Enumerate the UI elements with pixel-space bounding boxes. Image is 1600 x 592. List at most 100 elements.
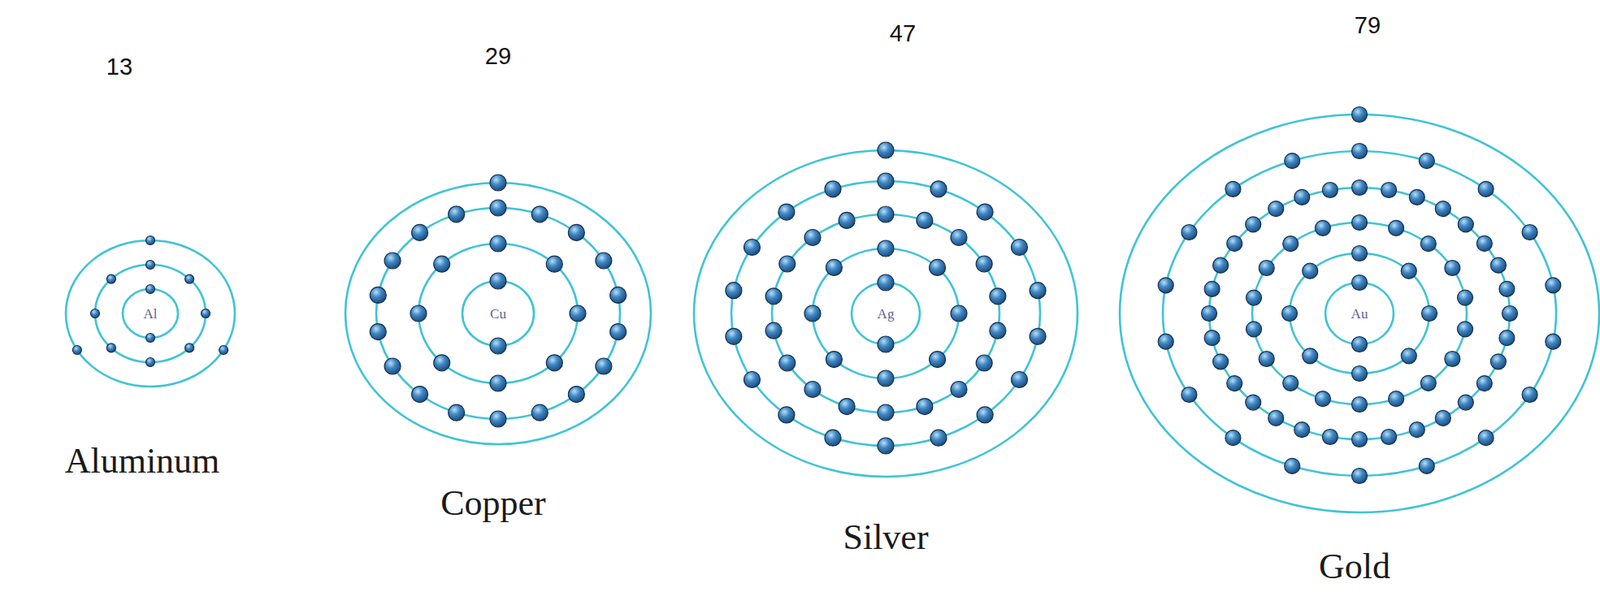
electron-shell: [376, 208, 621, 420]
electron: [1478, 430, 1494, 447]
electron: [1476, 235, 1492, 252]
electron: [201, 309, 211, 319]
electron: [989, 288, 1006, 305]
electron: [106, 274, 116, 284]
electron: [1478, 181, 1494, 197]
electron: [1420, 236, 1436, 252]
electron: [1352, 275, 1368, 291]
electron: [1011, 372, 1028, 389]
electron: [976, 203, 993, 221]
electron: [825, 259, 842, 276]
electron: [877, 336, 894, 353]
electron: [804, 381, 821, 399]
electron: [610, 324, 627, 341]
electron: [1157, 277, 1174, 294]
electron-shell: [1325, 282, 1394, 345]
electron: [185, 343, 195, 353]
electron: [489, 375, 507, 392]
electron: [1029, 328, 1046, 345]
electron: [1322, 182, 1338, 199]
electron: [489, 235, 507, 252]
electron: [725, 328, 742, 345]
electron: [779, 355, 796, 372]
electron: [778, 203, 795, 221]
electron: [1422, 306, 1438, 322]
electron: [1444, 260, 1461, 277]
electron: [1283, 375, 1299, 391]
electron: [1352, 366, 1368, 382]
electron: [804, 305, 821, 322]
electron: [1314, 220, 1331, 236]
electron: [569, 305, 586, 322]
electron-shell: [771, 214, 1000, 413]
electron: [1420, 375, 1436, 391]
electron: [1268, 201, 1284, 217]
electron: [568, 224, 585, 241]
electron: [877, 142, 894, 159]
electron: [1476, 376, 1492, 392]
electron-shell: [122, 289, 178, 339]
electron: [975, 355, 993, 372]
electron: [433, 355, 451, 372]
electron: [546, 255, 563, 273]
electron: [531, 206, 548, 223]
electron: [1352, 107, 1368, 123]
electron: [185, 274, 195, 284]
electron: [1545, 333, 1561, 350]
electron: [1400, 348, 1417, 365]
electron: [989, 322, 1006, 339]
electron: [1521, 387, 1538, 404]
electron: [568, 386, 585, 404]
electron: [546, 355, 563, 372]
electron: [975, 255, 993, 273]
atom-nucleus: Cu: [487, 305, 509, 323]
atomic-number: 13: [106, 55, 133, 79]
electron: [950, 305, 967, 322]
electron-shell: [812, 248, 959, 379]
electron: [929, 351, 946, 369]
electron: [1418, 458, 1435, 474]
electron: [877, 437, 894, 455]
electron: [1157, 333, 1174, 350]
electron: [1246, 290, 1262, 306]
electron-shell: [1162, 151, 1557, 477]
electron: [411, 386, 429, 404]
electron-shell: [462, 281, 534, 347]
electron: [1294, 422, 1310, 438]
electron: [489, 174, 507, 191]
electron: [1490, 257, 1506, 274]
electron: [1352, 246, 1368, 262]
electron: [489, 338, 507, 355]
electron: [804, 229, 821, 247]
electron: [950, 229, 967, 247]
electron: [916, 212, 933, 229]
electron: [1352, 215, 1368, 231]
electron: [1409, 422, 1425, 438]
electron: [410, 305, 427, 322]
electron: [610, 286, 627, 304]
electron: [1457, 394, 1474, 411]
electron-shell: [693, 150, 1078, 477]
electron: [1258, 260, 1275, 277]
electron: [877, 370, 894, 387]
electron: [1204, 330, 1220, 347]
electron-shell: [1119, 114, 1600, 513]
electron: [877, 274, 894, 291]
electron: [877, 404, 894, 421]
electron: [916, 398, 933, 416]
electron: [219, 346, 229, 356]
electron: [1352, 180, 1368, 196]
electron: [1388, 391, 1405, 408]
electron: [1521, 225, 1538, 241]
electron: [1545, 277, 1561, 294]
electron: [1227, 376, 1243, 392]
electron: [877, 240, 894, 257]
element-name: Copper: [440, 485, 547, 522]
electron: [369, 324, 386, 341]
electron: [1204, 281, 1220, 297]
electron: [1011, 239, 1028, 256]
electron: [877, 173, 894, 190]
electron: [1294, 189, 1310, 205]
electron: [91, 309, 100, 319]
electron: [1283, 236, 1299, 252]
